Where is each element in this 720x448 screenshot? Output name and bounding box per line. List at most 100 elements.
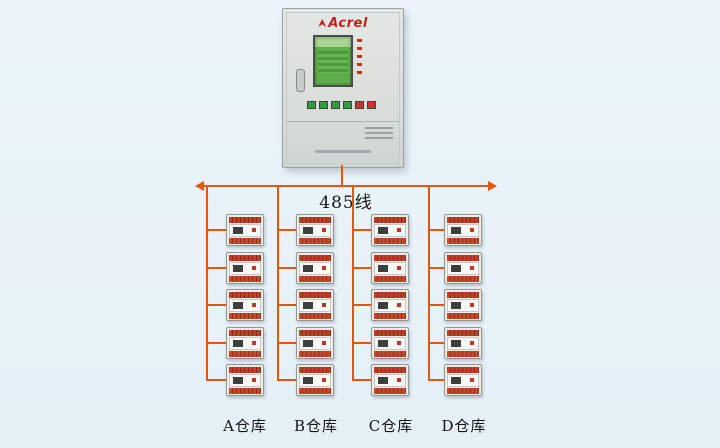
- bus-arrow-left-icon: [195, 181, 204, 191]
- terminal-strip-bottom: [374, 238, 406, 244]
- terminal-strip-top: [299, 255, 331, 261]
- terminal-strip-bottom: [229, 388, 261, 394]
- panel-button-green: [343, 101, 352, 109]
- warehouse-label-c: C仓库: [368, 417, 414, 435]
- meter-module: [296, 364, 334, 396]
- stub-line: [352, 342, 371, 344]
- indicator-leds: [357, 39, 362, 74]
- terminal-strip-top: [374, 330, 406, 336]
- bus-arrow-right-icon: [488, 181, 497, 191]
- bus-label: 485线: [319, 193, 373, 213]
- stub-line: [206, 342, 226, 344]
- terminal-strip-top: [299, 217, 331, 223]
- meter-face: [374, 262, 406, 275]
- meter-face: [229, 299, 261, 312]
- terminal-strip-bottom: [447, 238, 479, 244]
- meter-face: [374, 299, 406, 312]
- terminal-strip-top: [299, 292, 331, 298]
- terminal-strip-bottom: [374, 388, 406, 394]
- terminal-strip-top: [229, 367, 261, 373]
- terminal-strip-top: [229, 217, 261, 223]
- terminal-strip-bottom: [229, 351, 261, 357]
- terminal-strip-top: [447, 217, 479, 223]
- feeder-line: [277, 186, 279, 380]
- stub-line: [206, 379, 226, 381]
- panel-button-green: [319, 101, 328, 109]
- terminal-strip-bottom: [299, 313, 331, 319]
- led-icon: [357, 63, 362, 66]
- warehouse-label-d: D仓库: [441, 417, 487, 435]
- warehouse-label-a: A仓库: [223, 417, 267, 435]
- meter-face: [374, 337, 406, 350]
- terminal-strip-top: [229, 255, 261, 261]
- feeder-line: [352, 186, 354, 380]
- meter-face: [229, 337, 261, 350]
- meter-face: [447, 374, 479, 387]
- stub-line: [206, 229, 226, 231]
- terminal-strip-bottom: [229, 276, 261, 282]
- meter-module: [444, 364, 482, 396]
- terminal-strip-top: [374, 217, 406, 223]
- terminal-strip-bottom: [374, 351, 406, 357]
- terminal-strip-top: [447, 367, 479, 373]
- meter-face: [374, 374, 406, 387]
- terminal-strip-bottom: [447, 276, 479, 282]
- meter-module: [226, 289, 264, 321]
- terminal-strip-top: [299, 367, 331, 373]
- meter-face: [299, 299, 331, 312]
- control-cabinet: Acrel: [282, 8, 404, 168]
- terminal-strip-bottom: [374, 276, 406, 282]
- terminal-strip-top: [374, 292, 406, 298]
- meter-face: [447, 224, 479, 237]
- led-icon: [357, 47, 362, 50]
- stub-line: [277, 379, 296, 381]
- meter-module: [226, 252, 264, 284]
- meter-module: [371, 289, 409, 321]
- stub-line: [428, 267, 444, 269]
- acrel-logo-icon: [318, 19, 327, 27]
- meter-face: [229, 374, 261, 387]
- terminal-strip-top: [229, 330, 261, 336]
- feeder-line: [206, 186, 208, 380]
- terminal-strip-bottom: [299, 388, 331, 394]
- meter-face: [299, 224, 331, 237]
- meter-module: [371, 252, 409, 284]
- stub-line: [352, 379, 371, 381]
- acrel-logo: Acrel: [283, 16, 403, 31]
- stub-line: [352, 229, 371, 231]
- meter-module: [371, 327, 409, 359]
- meter-face: [299, 337, 331, 350]
- acrel-brand-text: Acrel: [328, 16, 368, 31]
- stub-line: [352, 304, 371, 306]
- stub-line: [428, 229, 444, 231]
- meter-module: [444, 214, 482, 246]
- meter-module: [444, 327, 482, 359]
- meter-face: [229, 224, 261, 237]
- meter-face: [299, 374, 331, 387]
- meter-module: [296, 252, 334, 284]
- stub-line: [277, 267, 296, 269]
- panel-buttons: [307, 101, 376, 109]
- terminal-strip-top: [374, 255, 406, 261]
- lcd-screen: [313, 35, 353, 87]
- meter-module: [226, 364, 264, 396]
- meter-module: [226, 327, 264, 359]
- meter-module: [296, 214, 334, 246]
- stub-line: [428, 379, 444, 381]
- led-icon: [357, 39, 362, 42]
- panel-button-green: [331, 101, 340, 109]
- meter-face: [374, 224, 406, 237]
- nameplate-text-line: [315, 150, 371, 153]
- meter-face: [447, 262, 479, 275]
- vent-slits: [365, 127, 393, 139]
- terminal-strip-top: [299, 330, 331, 336]
- stub-line: [352, 267, 371, 269]
- terminal-strip-bottom: [299, 351, 331, 357]
- terminal-strip-top: [374, 367, 406, 373]
- panel-button-red: [355, 101, 364, 109]
- meter-module: [444, 289, 482, 321]
- stub-line: [206, 267, 226, 269]
- terminal-strip-bottom: [447, 388, 479, 394]
- stub-line: [428, 342, 444, 344]
- cabinet-drop-wire: [341, 165, 343, 186]
